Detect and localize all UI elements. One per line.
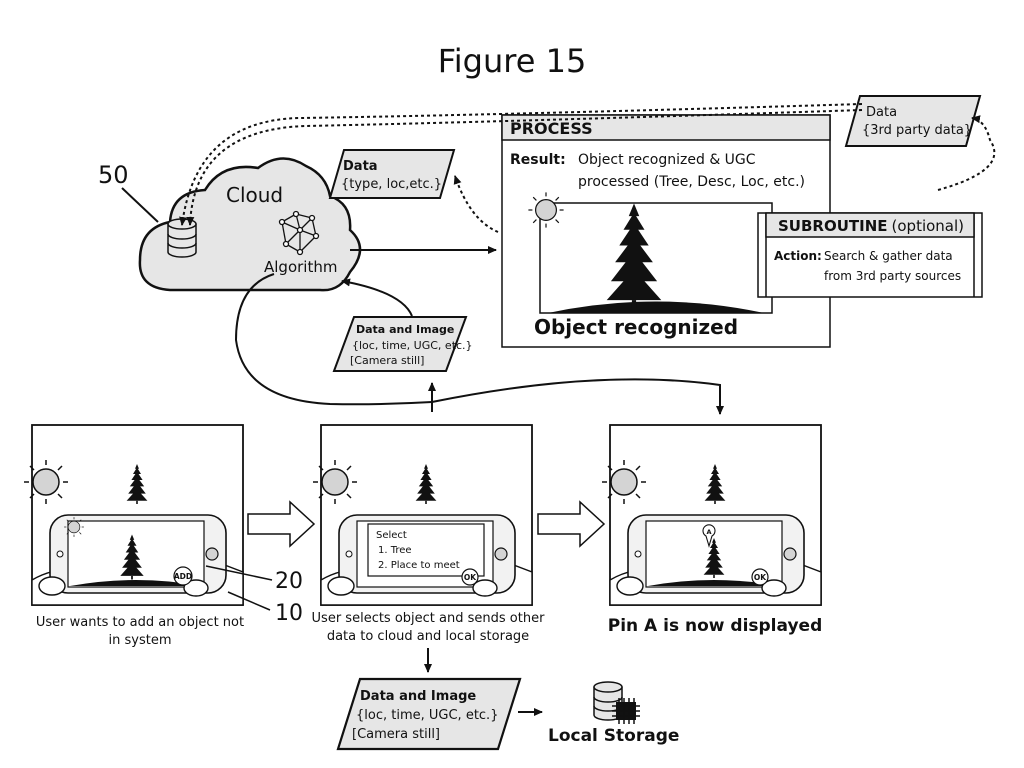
cloud-ref-label: 50 xyxy=(98,161,129,189)
data-image-upload-line2: [Camera still] xyxy=(350,354,424,367)
subroutine-heading-suffix: (optional) xyxy=(892,217,965,235)
panel-1-home-button xyxy=(205,547,219,561)
panel-2-camera xyxy=(345,550,353,558)
subroutine-heading-main: SUBROUTINE xyxy=(778,217,888,235)
panel-3-thumb-right xyxy=(761,579,787,597)
ref-20-label: 20 xyxy=(275,569,303,594)
local-storage-chip-icon xyxy=(612,698,640,724)
panel-1-camera xyxy=(56,550,64,558)
algorithm-label: Algorithm xyxy=(264,258,337,276)
panel-3-screen-ground xyxy=(648,580,780,586)
ref-10-label: 10 xyxy=(275,601,303,626)
panel-2-select-menu: Select xyxy=(367,523,485,577)
panel-2-menu-item-place[interactable]: 2. Place to meet xyxy=(378,560,460,571)
panel-2-home-button xyxy=(494,547,508,561)
data-third-party-body: {3rd party data} xyxy=(862,123,972,138)
panel-3-ok-button[interactable]: OK xyxy=(751,568,769,586)
panel-3-thumb-left xyxy=(616,576,644,596)
subroutine-heading: SUBROUTINE(optional) xyxy=(778,217,964,235)
panel-3 xyxy=(601,424,822,606)
ref-20-leader xyxy=(205,565,273,581)
local-storage-label: Local Storage xyxy=(548,726,679,746)
panel-2-menu-item-tree[interactable]: 1. Tree xyxy=(378,545,412,556)
data-third-party-heading: Data xyxy=(866,105,897,120)
panel-2-ok-button[interactable]: OK xyxy=(461,568,479,586)
process-header xyxy=(501,114,831,141)
data-image-upload-line1: {loc, time, UGC, etc.} xyxy=(352,339,473,352)
process-ground xyxy=(548,301,764,313)
flow-arrow-1-2 xyxy=(247,500,316,548)
panel-2-thumb-right xyxy=(472,579,498,597)
ref-10-leader xyxy=(227,591,271,611)
panel-1-caption-line2: in system xyxy=(109,633,172,648)
panel-3-map-pin-icon[interactable]: A xyxy=(702,524,716,548)
figure-title: Figure 15 xyxy=(438,42,587,80)
panel-3-caption: Pin A is now displayed xyxy=(608,616,823,636)
panel-1-caption-line1: User wants to add an object not xyxy=(36,615,244,630)
panel-1-add-button[interactable]: ADD xyxy=(173,566,193,586)
dotted-connectors xyxy=(179,103,996,233)
data-image-local-heading: Data and Image xyxy=(360,689,476,704)
panel-2-menu-title: Select xyxy=(376,530,407,541)
panel-2-thumb-left xyxy=(327,576,355,596)
panel-2-caption-line2: data to cloud and local storage xyxy=(327,629,529,644)
panel-3-ok-label[interactable]: OK xyxy=(754,573,767,582)
data-image-local-line1: {loc, time, UGC, etc.} xyxy=(356,708,498,723)
panel-3-pin-label: A xyxy=(706,528,711,536)
data-image-upload-box xyxy=(332,316,468,372)
flow-arrow-2-3 xyxy=(537,500,606,548)
data-image-upload-heading: Data and Image xyxy=(356,323,454,336)
data-cloud-heading: Data xyxy=(343,159,378,174)
process-result-line2: processed (Tree, Desc, Loc, etc.) xyxy=(578,174,805,190)
panel-3-camera xyxy=(634,550,642,558)
panel-1-screen-ground xyxy=(70,580,202,586)
data-cloud-body: {type, loc,etc.} xyxy=(341,177,442,192)
panel-2 xyxy=(312,424,533,606)
data-image-local-box xyxy=(336,677,522,751)
panel-1-thumb-right xyxy=(183,579,209,597)
data-third-party-box xyxy=(844,95,982,147)
process-result-label: Result: xyxy=(510,152,566,168)
panel-2-ok-label[interactable]: OK xyxy=(464,573,477,582)
data-cloud-box xyxy=(328,149,456,199)
panel-1-thumb-left xyxy=(38,576,66,596)
subroutine-action-line2: from 3rd party sources xyxy=(824,269,961,283)
subroutine-header xyxy=(765,212,975,238)
data-image-local-line2: [Camera still] xyxy=(352,727,440,742)
panel-1-add-label[interactable]: ADD xyxy=(174,572,192,581)
cloud-ref-leader xyxy=(121,187,159,223)
subroutine-action-label: Action: xyxy=(774,249,822,263)
process-caption: Object recognized xyxy=(534,315,738,339)
subroutine-action-line1: Search & gather data xyxy=(824,249,953,263)
cloud xyxy=(138,157,362,292)
process-heading: PROCESS xyxy=(510,119,593,138)
algorithm-network-icon xyxy=(278,210,320,256)
panel-2-caption-line1: User selects object and sends other xyxy=(312,611,546,626)
panel-3-home-button xyxy=(783,547,797,561)
panel-1 xyxy=(23,424,244,606)
process-result-line1: Object recognized & UGC xyxy=(578,152,756,168)
solid-connectors xyxy=(234,246,724,716)
cloud-label: Cloud xyxy=(226,183,283,207)
